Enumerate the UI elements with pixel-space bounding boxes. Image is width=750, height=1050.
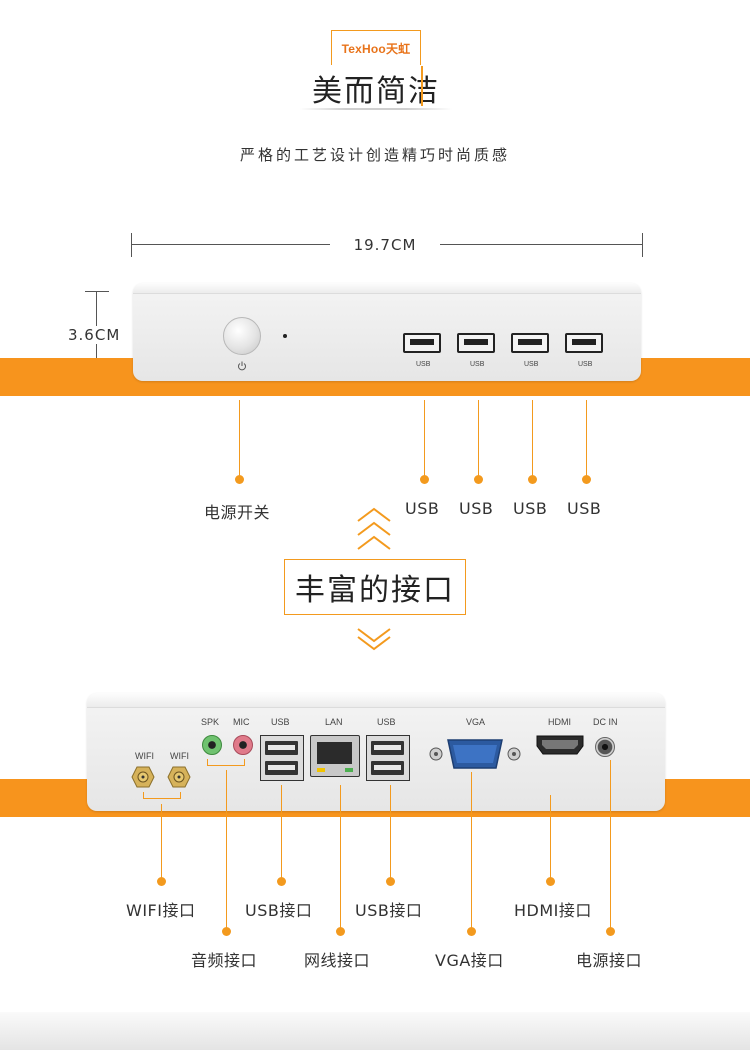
callout-label-vga: VGA接口 [435, 951, 504, 970]
wifi-antenna-connector-icon [131, 766, 155, 788]
usb-port-icon [366, 735, 410, 781]
callout-dot-lan [336, 927, 345, 936]
callout-line-usb2 [478, 400, 479, 480]
power-led [283, 334, 287, 338]
callout-dot-audio [222, 927, 231, 936]
front-usb-label-2: USB [470, 361, 485, 368]
section1-subtitle: 严格的工艺设计创造精巧时尚质感 [239, 146, 510, 164]
callout-label-usb2: USB [459, 499, 494, 518]
callout-label-wifi: WIFI接口 [126, 901, 196, 920]
callout-label-hdmi: HDMI接口 [514, 901, 592, 920]
callout-dot-usb4 [582, 475, 591, 484]
front-usb-label-4: USB [578, 361, 593, 368]
brand-logo-text: TexHoo天虹 [341, 41, 411, 56]
usb-right-port-label: USB [377, 717, 396, 727]
callout-dot-vga [467, 927, 476, 936]
dc-jack-icon [595, 737, 615, 757]
callout-dot-hdmi [546, 877, 555, 886]
callout-line-usb-left [281, 785, 282, 882]
callout-line-audio [226, 770, 227, 932]
front-usb-port-2 [457, 333, 495, 353]
callout-dot-power-jack [606, 927, 615, 936]
callout-label-audio: 音频接口 [191, 951, 258, 970]
wifi1-port-label: WIFI [135, 751, 154, 761]
callout-dot-usb3 [528, 475, 537, 484]
power-button [223, 317, 261, 355]
callout-line-usb-right [390, 785, 391, 882]
callout-line-usb4 [586, 400, 587, 480]
width-label: 19.7CM [330, 236, 440, 254]
callout-line-hdmi [550, 795, 551, 882]
front-usb-label-1: USB [416, 361, 431, 368]
vga-port-label: VGA [466, 717, 486, 727]
front-usb-label-3: USB [524, 361, 539, 368]
vga-port-icon [429, 739, 521, 769]
rear-device: WIFI WIFI SPK MIC USB LAN USB VGA [87, 693, 665, 811]
callout-line-power [239, 400, 240, 480]
audio-jack-icon [233, 735, 253, 755]
callout-dot-usb1 [420, 475, 429, 484]
front-device: USB USB USB USB [133, 283, 641, 381]
callout-dot-usb-left [277, 877, 286, 886]
callout-dot-wifi [157, 877, 166, 886]
wifi2-port-label: WIFI [170, 751, 189, 761]
title-accent-line [421, 66, 423, 106]
callout-label-usb4: USB [567, 499, 602, 518]
lan-port-label: LAN [325, 717, 343, 727]
callout-label-power-jack: 电源接口 [576, 951, 643, 970]
hdmi-port-label: HDMI [548, 717, 571, 727]
callout-label-lan: 网线接口 [304, 951, 371, 970]
mic-port-label: MIC [233, 717, 250, 727]
wifi-bracket [143, 792, 181, 799]
callout-line-wifi [161, 804, 162, 882]
front-usb-port-3 [511, 333, 549, 353]
section1-title: 美而简洁 [312, 74, 440, 109]
callout-label-usb1: USB [405, 499, 440, 518]
section2-title: 丰富的接口 [284, 559, 466, 615]
title-underline [300, 108, 452, 110]
audio-jack-icon [202, 735, 222, 755]
spk-port-label: SPK [201, 717, 220, 727]
usb-port-icon [260, 735, 304, 781]
bottom-gradient-bar [0, 1012, 750, 1050]
callout-line-lan [340, 785, 341, 932]
chevron-up-icon [357, 507, 391, 550]
audio-bracket [207, 759, 245, 766]
power-icon [238, 361, 246, 371]
usb-left-port-label: USB [271, 717, 290, 727]
brand-logo: TexHoo天虹 [331, 30, 421, 65]
wifi-antenna-connector-icon [167, 766, 191, 788]
callout-line-power-jack [610, 760, 611, 932]
callout-line-usb1 [424, 400, 425, 480]
callout-dot-usb-right [386, 877, 395, 886]
hdmi-port-icon [536, 735, 584, 755]
front-usb-port-1 [403, 333, 441, 353]
callout-dot-usb2 [474, 475, 483, 484]
callout-label-power-switch: 电源开关 [204, 503, 271, 522]
callout-dot-power [235, 475, 244, 484]
callout-line-usb3 [532, 400, 533, 480]
callout-line-vga [471, 772, 472, 932]
callout-label-usb3: USB [513, 499, 548, 518]
callout-label-usb-right: USB接口 [355, 901, 423, 920]
front-usb-port-4 [565, 333, 603, 353]
height-label: 3.6CM [68, 326, 121, 344]
chevron-down-icon [357, 628, 391, 651]
callout-label-usb-left: USB接口 [245, 901, 313, 920]
dcin-port-label: DC IN [593, 717, 618, 727]
ethernet-port-icon [310, 735, 360, 777]
